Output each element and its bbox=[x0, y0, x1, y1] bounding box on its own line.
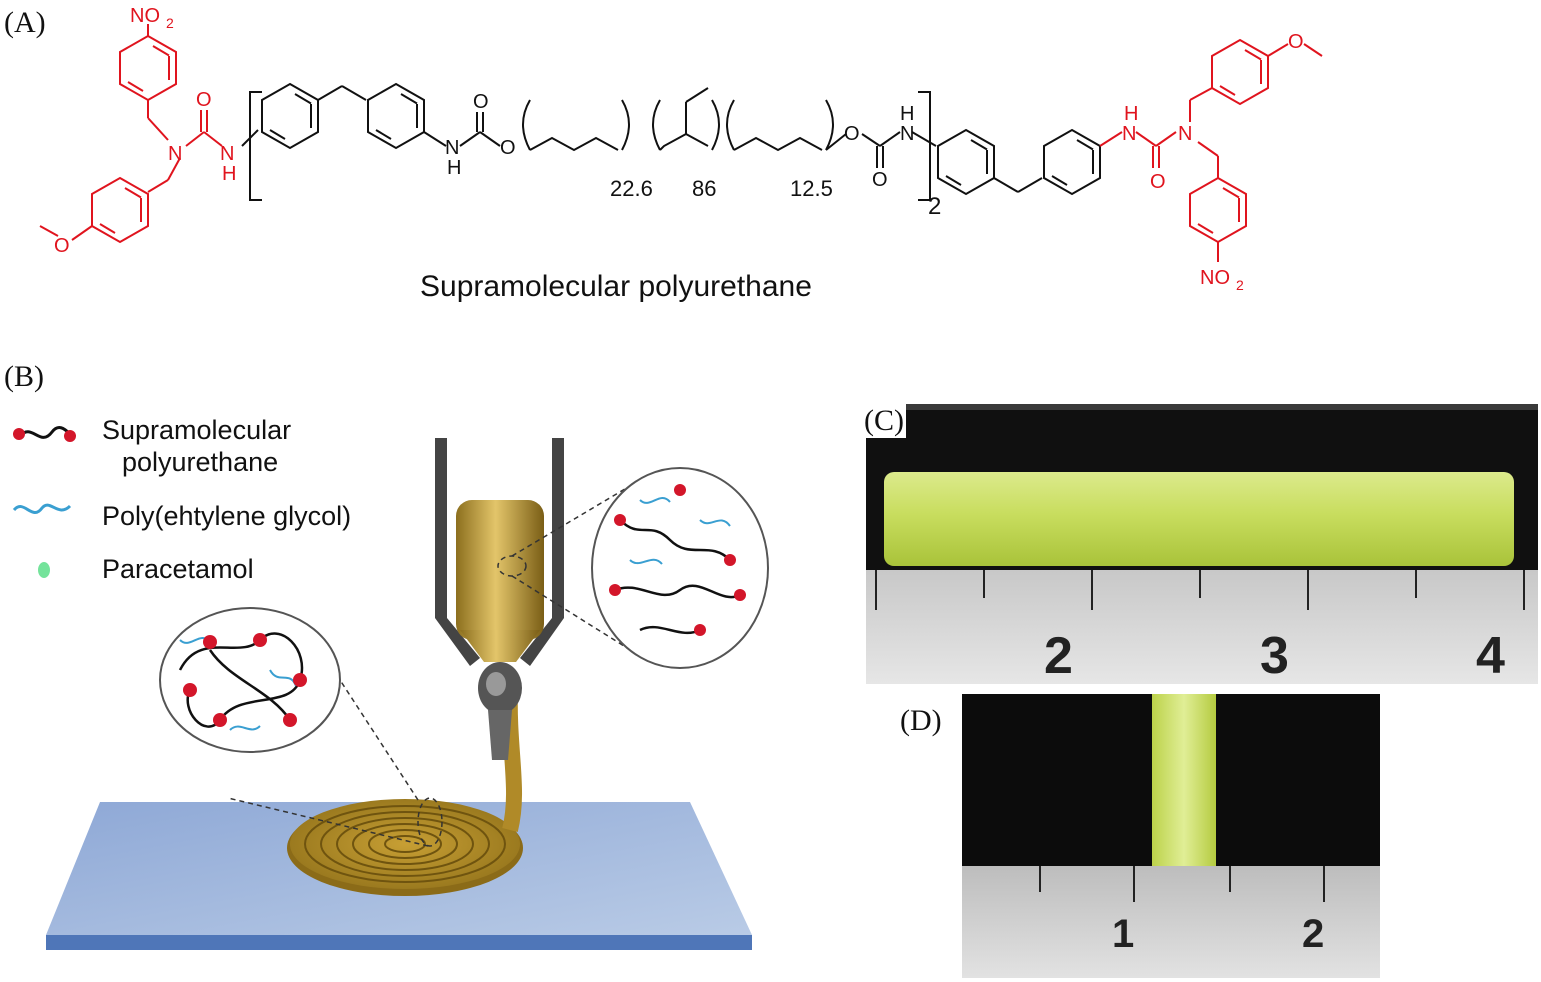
svg-text:2: 2 bbox=[166, 15, 174, 31]
peg-chain-icon bbox=[12, 503, 72, 514]
svg-text:O: O bbox=[500, 137, 516, 159]
svg-text:2: 2 bbox=[1236, 277, 1244, 293]
ruler-c bbox=[866, 570, 1538, 684]
svg-text:N: N bbox=[900, 123, 914, 145]
svg-text:NO: NO bbox=[1200, 267, 1230, 289]
svg-text:O: O bbox=[54, 235, 70, 257]
ruler-c-number-3: 3 bbox=[1260, 627, 1289, 684]
svg-text:O: O bbox=[1150, 171, 1166, 193]
print-nozzle bbox=[435, 438, 564, 760]
backbone bbox=[241, 83, 1101, 201]
polymer-chain-icon bbox=[13, 426, 76, 442]
svg-text:N: N bbox=[445, 137, 459, 159]
svg-text:O: O bbox=[196, 89, 212, 111]
printing-illustration bbox=[46, 438, 769, 950]
svg-text:H: H bbox=[447, 157, 461, 179]
ruler-d-number-2: 2 bbox=[1302, 912, 1325, 956]
ruler-c-number-4: 4 bbox=[1476, 627, 1505, 684]
photo-c: 2 3 4 bbox=[866, 404, 1538, 684]
svg-text:O: O bbox=[473, 91, 489, 113]
panel-label-a: (A) bbox=[4, 6, 46, 39]
structure-title: Supramolecular polyurethane bbox=[420, 270, 812, 303]
photo-d: 1 2 bbox=[962, 694, 1380, 978]
right-network-inset bbox=[591, 467, 769, 669]
svg-text:O: O bbox=[872, 169, 888, 191]
legend-polyurethane-label: Supramolecular polyurethane bbox=[102, 415, 292, 477]
svg-text:2: 2 bbox=[928, 193, 941, 220]
svg-text:O: O bbox=[844, 123, 860, 145]
filament-rod bbox=[884, 472, 1514, 566]
svg-text:22.6: 22.6 bbox=[610, 176, 653, 201]
svg-text:H: H bbox=[900, 103, 914, 125]
svg-text:H: H bbox=[1124, 103, 1138, 125]
svg-text:NO: NO bbox=[130, 5, 160, 27]
legend-icons bbox=[12, 426, 76, 578]
panel-label-c: (C) bbox=[862, 404, 906, 438]
legend-paracetamol-label: Paracetamol bbox=[102, 554, 254, 584]
svg-text:12.5: 12.5 bbox=[790, 176, 833, 201]
panel-label-b: (B) bbox=[4, 360, 44, 393]
svg-text:86: 86 bbox=[692, 176, 716, 201]
svg-text:N: N bbox=[168, 143, 182, 165]
ruler-d bbox=[962, 866, 1380, 978]
filament-end bbox=[1152, 694, 1216, 870]
svg-text:O: O bbox=[1288, 31, 1304, 53]
ruler-c-number-2: 2 bbox=[1044, 627, 1073, 684]
polyurethane-structure: NO 2 N O N H O bbox=[39, 5, 1323, 293]
left-network-inset bbox=[159, 607, 341, 753]
right-end-group bbox=[1099, 39, 1323, 262]
ruler-d-number-1: 1 bbox=[1112, 912, 1135, 956]
svg-text:H: H bbox=[222, 163, 236, 185]
svg-text:N: N bbox=[1122, 123, 1136, 145]
legend-peg-label: Poly(ehtylene glycol) bbox=[102, 501, 352, 531]
svg-text:N: N bbox=[220, 143, 234, 165]
left-end-group bbox=[39, 24, 223, 243]
panel-label-d: (D) bbox=[900, 704, 942, 737]
svg-text:N: N bbox=[1178, 123, 1192, 145]
paracetamol-drop-icon bbox=[38, 562, 50, 578]
